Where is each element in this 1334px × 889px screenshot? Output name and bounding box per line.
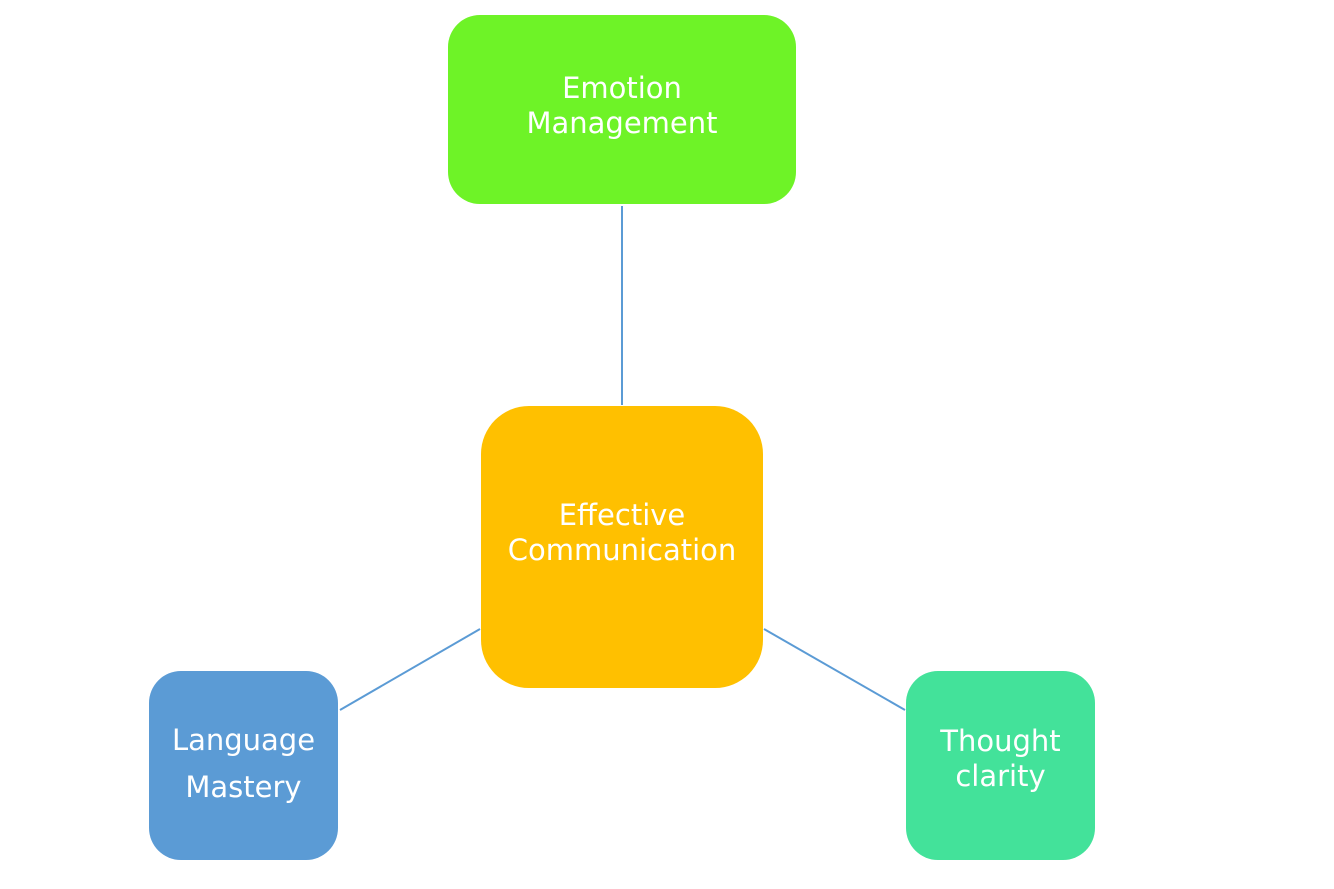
node-language-mastery: Language Mastery [149, 671, 338, 860]
node-label-line: Effective [558, 498, 686, 532]
node-label-line: Communication [507, 533, 737, 567]
node-label-line: Emotion [562, 70, 682, 105]
node-label-line: Management [526, 105, 718, 140]
node-label-line: Thought [940, 723, 1061, 758]
connector-thought-center [763, 628, 906, 711]
connector-language-center [339, 628, 481, 711]
node-label-line: Language [171, 722, 316, 757]
node-emotion-management: Emotion Management [448, 15, 796, 204]
node-effective-communication: Effective Communication [481, 406, 763, 688]
node-thought-clarity: Thought clarity [906, 671, 1095, 860]
node-label-line: Mastery [185, 769, 302, 804]
node-label-line: clarity [955, 758, 1046, 793]
